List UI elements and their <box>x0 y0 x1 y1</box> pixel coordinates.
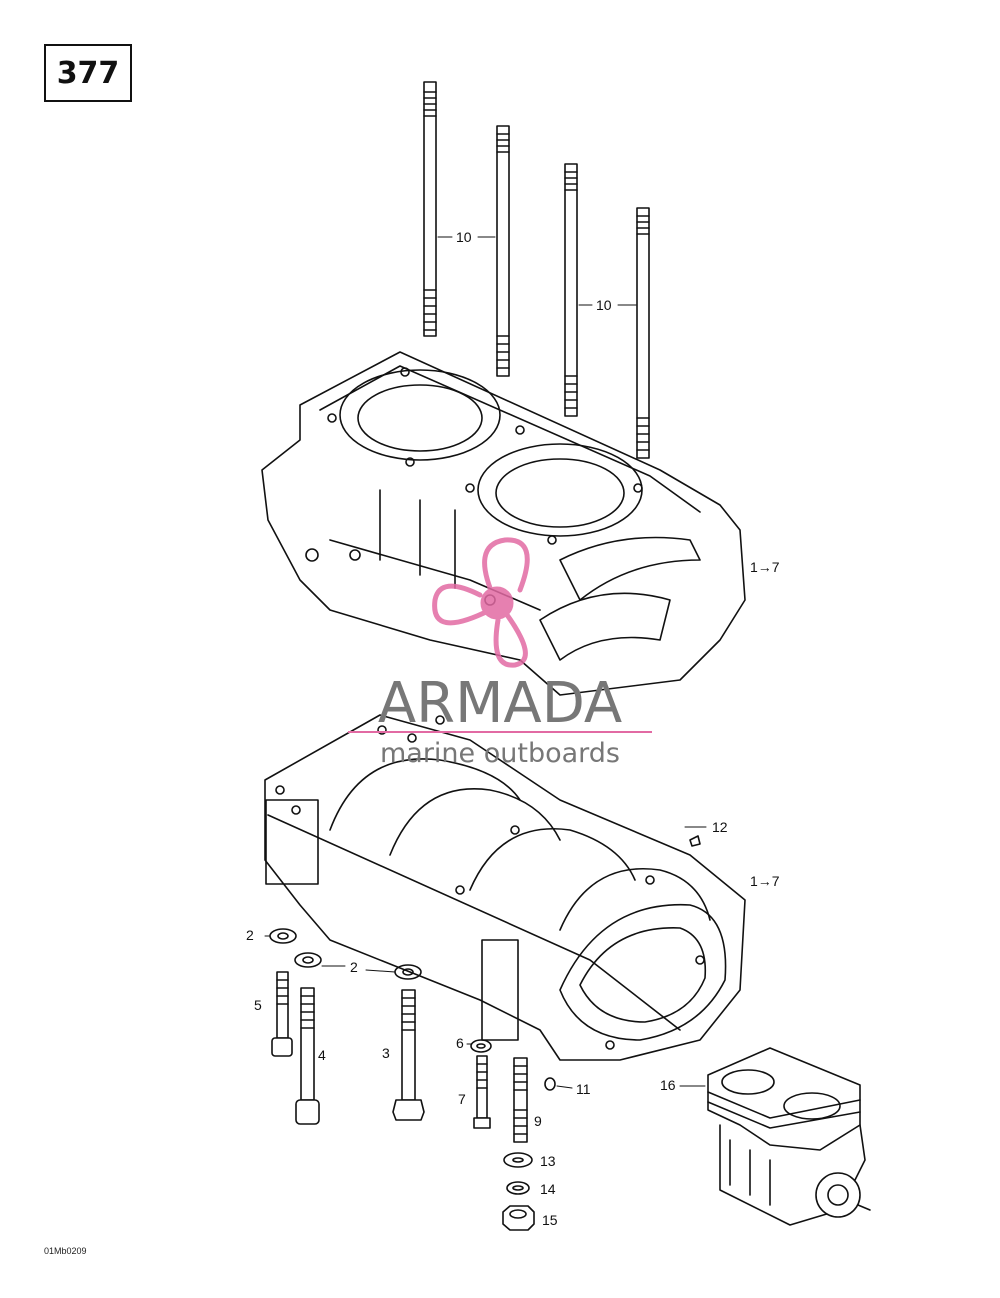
stud-9 <box>513 1057 528 1143</box>
armada-watermark: ARMADA marine outboards <box>348 537 652 769</box>
callout-4: 4 <box>318 1047 326 1063</box>
bolt-4 <box>295 987 320 1125</box>
engine-assembly-16 <box>707 1047 871 1226</box>
stud-3 <box>564 163 578 417</box>
callout-16: 16 <box>660 1077 676 1093</box>
page-number: 377 <box>56 55 120 91</box>
washer-13 <box>503 1152 533 1168</box>
callout-10-b: 10 <box>596 297 612 313</box>
watermark-rule <box>348 731 652 733</box>
callout-11: 11 <box>576 1081 591 1097</box>
stud-4 <box>636 207 650 459</box>
watermark-brand: ARMADA <box>378 671 622 736</box>
callout-1-7-upper: 1→7 <box>750 559 780 575</box>
watermark-tagline: marine outboards <box>380 738 620 769</box>
figure-code: 01Mb0209 <box>44 1246 87 1256</box>
callouts: 10 10 1→7 12 1→7 2 2 5 4 3 6 7 9 11 13 1… <box>246 229 780 1228</box>
callout-1-7-lower: 1→7 <box>750 873 780 889</box>
washer-6 <box>470 1039 492 1053</box>
stud-group-10 <box>423 81 650 459</box>
nut-15 <box>502 1205 535 1231</box>
callout-2-a: 2 <box>246 927 254 943</box>
stud-2 <box>496 125 510 377</box>
callout-5: 5 <box>254 997 262 1013</box>
plug-11 <box>544 1077 556 1091</box>
callout-7: 7 <box>458 1091 466 1107</box>
callout-15: 15 <box>542 1212 558 1228</box>
callout-10-a: 10 <box>456 229 472 245</box>
stud-7 <box>473 1055 491 1129</box>
callout-2-b: 2 <box>350 959 358 975</box>
callout-14: 14 <box>540 1181 556 1197</box>
callout-3: 3 <box>382 1045 390 1061</box>
callout-6: 6 <box>456 1035 464 1051</box>
washer-2a <box>269 928 297 944</box>
upper-crankcase <box>261 351 746 696</box>
callout-9: 9 <box>534 1113 542 1129</box>
bolt-5 <box>271 971 293 1057</box>
callout-12: 12 <box>712 819 728 835</box>
plug-12 <box>689 835 701 847</box>
washer-2b <box>294 952 322 968</box>
lower-crankcase <box>264 714 746 1061</box>
leader-lines <box>264 236 707 1089</box>
callout-13: 13 <box>540 1153 556 1169</box>
bolt-3 <box>392 989 425 1121</box>
page-number-box: 377 <box>44 44 132 102</box>
propeller-logo <box>432 537 530 668</box>
stud-1 <box>423 81 437 337</box>
lock-washer-14 <box>506 1181 530 1195</box>
